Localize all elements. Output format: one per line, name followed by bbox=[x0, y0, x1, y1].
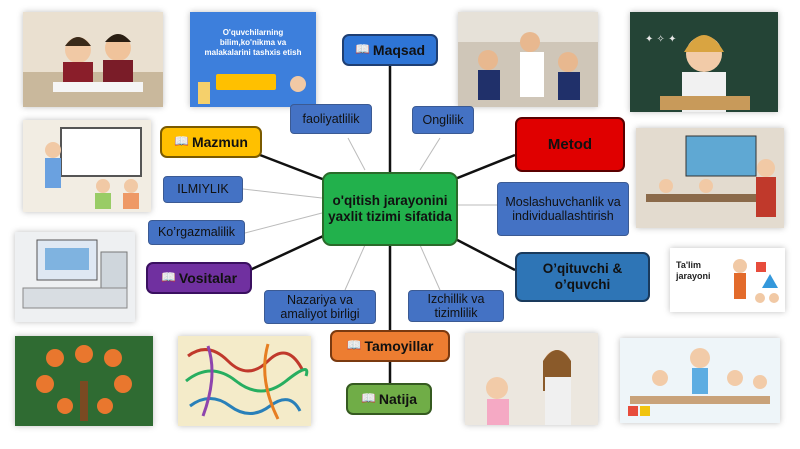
smartboard-photo bbox=[23, 120, 151, 212]
principle-moslashuvchanlik: Moslashuvchanlik va individuallashtirish bbox=[497, 182, 629, 236]
svg-text:✦ ✧ ✦: ✦ ✧ ✦ bbox=[645, 34, 677, 45]
vositalar-node: 📖Vositalar bbox=[146, 262, 252, 294]
principle-korgazmalilik: Ko’rgazmalilik bbox=[148, 220, 245, 245]
vositalar-label: Vositalar bbox=[178, 269, 238, 286]
principle-faoliyatlilik: faoliyatlilik bbox=[290, 104, 372, 134]
principle-ilmiylik: ILMIYLIK bbox=[163, 176, 243, 203]
center-node: o'qitish jarayonini yaxlit tizimi sifati… bbox=[322, 172, 458, 246]
book-icon: 📖 bbox=[360, 391, 376, 406]
teacher-child-photo bbox=[465, 333, 598, 425]
maqsad-node: 📖Maqsad bbox=[342, 34, 438, 66]
teacher-classroom-photo bbox=[458, 12, 598, 107]
principle-onglilik: Onglilik bbox=[412, 106, 474, 134]
talim-jarayoni-photo: Ta'lim jarayoni bbox=[670, 248, 785, 312]
oqituvchi-node: O’qituvchi & o’quvchi bbox=[515, 252, 650, 302]
tree-board-photo bbox=[15, 336, 153, 426]
smiling-girl-photo: ✦ ✧ ✦ bbox=[630, 12, 778, 112]
metod-node: Metod bbox=[515, 117, 625, 172]
principle-nazariya: Nazariya va amaliyot birligi bbox=[264, 290, 376, 324]
assessment-poster: O'quvchilarning bilim,ko'nikma va malaka… bbox=[190, 12, 316, 107]
kids-table-photo bbox=[620, 338, 780, 423]
natija-node: 📖Natija bbox=[346, 383, 432, 415]
poster-text: O'quvchilarning bilim,ko'nikma va malaka… bbox=[204, 28, 302, 57]
tablet-classroom-photo bbox=[636, 128, 784, 228]
computer-lab-photo bbox=[15, 232, 135, 322]
book-icon: 📖 bbox=[160, 270, 176, 285]
book-icon: 📖 bbox=[174, 134, 189, 149]
principle-izchillik: Izchillik va tizimlilik bbox=[408, 290, 504, 322]
tamoyillar-node: 📖Tamoyillar bbox=[330, 330, 450, 362]
maze-photo bbox=[178, 336, 311, 426]
talim-text: Ta'lim jarayoni bbox=[676, 260, 711, 281]
maqsad-label: Maqsad bbox=[372, 41, 426, 58]
mazmun-node: 📖Mazmun bbox=[160, 126, 262, 158]
natija-label: Natija bbox=[378, 390, 418, 407]
classroom-photo bbox=[23, 12, 163, 107]
book-icon: 📖 bbox=[354, 42, 370, 57]
mazmun-label: Mazmun bbox=[191, 133, 248, 150]
tamoyillar-label: Tamoyillar bbox=[364, 337, 434, 354]
book-icon: 📖 bbox=[346, 338, 362, 353]
